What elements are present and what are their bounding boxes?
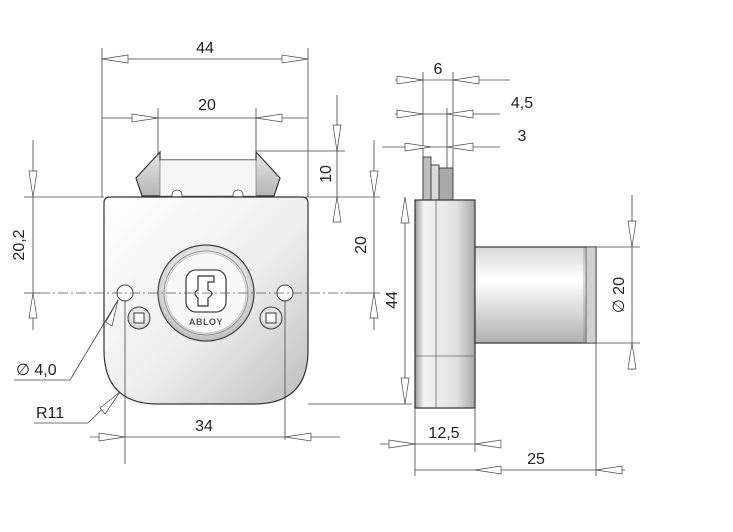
dim-side-4-5: 4,5 <box>511 95 533 112</box>
dim-side-6: 6 <box>434 61 443 78</box>
dim-radius: R11 <box>36 405 64 422</box>
dim-hole-diameter: ∅ 4,0 <box>16 362 57 379</box>
dim-left-height: 20,2 <box>11 229 28 260</box>
side-cylinder <box>474 246 597 344</box>
latch-bolt-face <box>159 159 257 197</box>
side-body <box>414 199 476 409</box>
side-view <box>414 156 597 409</box>
dimension-lines <box>14 48 640 476</box>
abloy-logo: ABLOY <box>189 317 223 327</box>
dim-bottom-width: 34 <box>195 418 213 435</box>
dim-side-3: 3 <box>518 128 527 145</box>
dim-cylinder-diameter: ∅ 20 <box>611 277 628 313</box>
front-view: ABLOY <box>40 150 345 405</box>
dim-total-height: 44 <box>384 291 401 309</box>
keyhole <box>185 269 227 313</box>
dim-right-height: 20 <box>353 236 370 254</box>
dim-top-width: 44 <box>196 40 214 57</box>
dimension-labels: 44 20 10 20,2 20 44 ∅ 4,0 R11 34 6 4,5 3… <box>11 40 628 468</box>
dim-side-25: 25 <box>527 451 545 468</box>
dim-latch-width: 20 <box>198 97 216 114</box>
dim-side-12-5: 12,5 <box>428 425 459 442</box>
dim-latch-height: 10 <box>318 165 335 183</box>
